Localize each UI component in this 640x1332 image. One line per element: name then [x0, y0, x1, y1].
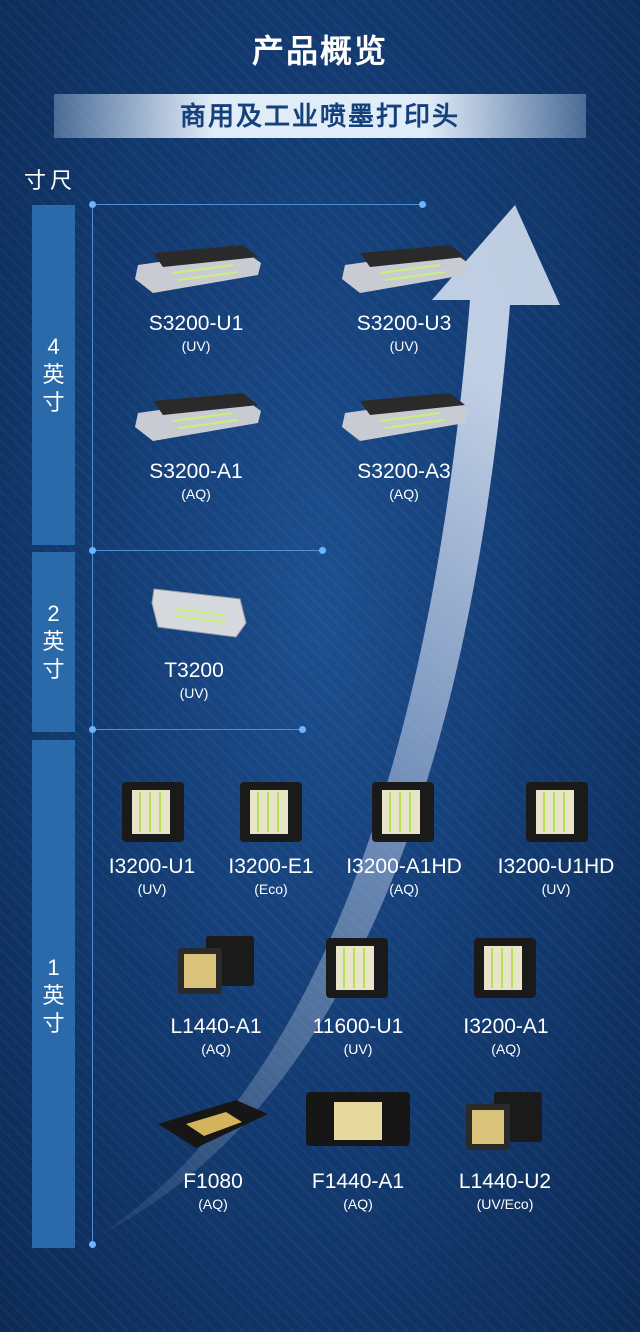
guide-line-2inch: [92, 550, 322, 551]
product-s3200-a1: S3200-A1(AQ): [149, 460, 243, 502]
printhead-i3200-a1hd-image: [372, 782, 434, 842]
product-i3200-a1: I3200-A1(AQ): [463, 1015, 549, 1057]
product-l1440-u2: L1440-U2(UV/Eco): [458, 1170, 552, 1212]
product-l1440-a1: L1440-A1(AQ): [170, 1015, 262, 1057]
product-11600-u1: 11600-U1(UV): [312, 1015, 404, 1057]
printhead-s3200-u1-image: [135, 245, 261, 293]
product-f1080: F1080(AQ): [183, 1170, 243, 1212]
guide-dot: [89, 726, 96, 733]
guide-dot: [319, 547, 326, 554]
guide-line-4inch: [92, 204, 422, 205]
printhead-l1440-u2-image: [466, 1092, 542, 1150]
guide-dot: [89, 547, 96, 554]
printhead-s3200-a1-image: [135, 393, 261, 441]
guide-line-1inch: [92, 729, 302, 730]
printhead-l1440-a1-image: [178, 936, 254, 994]
printhead-i3200-u1-image: [122, 782, 184, 842]
printhead-t3200-image: [151, 588, 247, 638]
printhead-i3200-u1hd-image: [526, 782, 588, 842]
product-i3200-e1: I3200-E1(Eco): [228, 855, 314, 897]
product-f1440-a1: F1440-A1(AQ): [311, 1170, 405, 1212]
page-title: 产品概览: [251, 33, 388, 69]
guide-dot: [89, 1241, 96, 1248]
printhead-i3200-e1-image: [240, 782, 302, 842]
printhead-f1440-a1-image: [306, 1092, 410, 1146]
guide-dot: [419, 201, 426, 208]
printhead-11600-u1-image: [326, 938, 388, 998]
guide-dot: [299, 726, 306, 733]
product-s3200-a3: S3200-A3(AQ): [357, 460, 451, 502]
product-s3200-u1: S3200-U1(UV): [148, 312, 244, 354]
printhead-f1080-image: [158, 1100, 268, 1148]
category-banner: 商用及工业喷墨打印头: [54, 94, 586, 138]
printhead-i3200-a1-image: [474, 938, 536, 998]
guide-dot: [89, 201, 96, 208]
printhead-s3200-u3-image: [342, 245, 468, 293]
product-i3200-a1hd: I3200-A1HD(AQ): [346, 855, 462, 897]
guide-vertical-line: [92, 204, 93, 1245]
product-i3200-u1hd: I3200-U1HD(UV): [497, 855, 615, 897]
product-i3200-u1: I3200-U1(UV): [108, 855, 196, 897]
product-t3200: T3200(UV): [164, 659, 224, 701]
printhead-s3200-a3-image: [342, 393, 468, 441]
axis-label: 寸尺: [24, 168, 77, 193]
product-s3200-u3: S3200-U3(UV): [356, 312, 452, 354]
